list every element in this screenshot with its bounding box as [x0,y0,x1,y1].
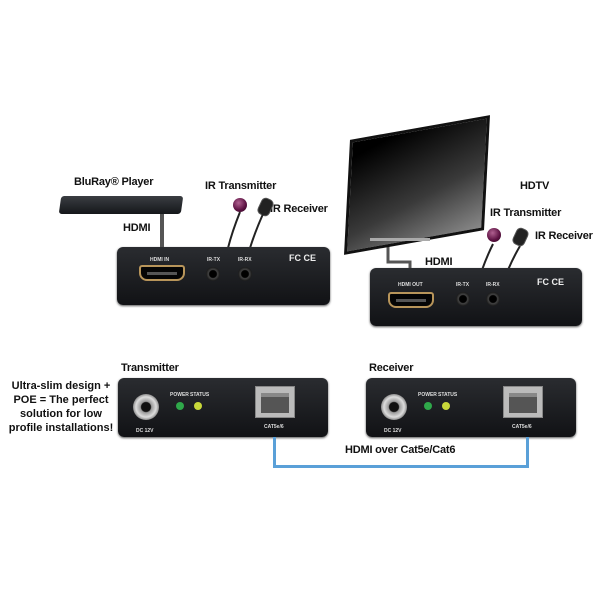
tagline-line: POE = The perfect [13,394,109,406]
transmitter-rear-panel: DC 12V POWER STATUS CAT5e/6 [118,378,328,437]
hdtv-stand [370,238,430,241]
ir-tx-label: IR-TX [207,257,221,263]
ir-rx-label: IR-RX [238,257,252,263]
cat5e-label: CAT5e/6 [512,424,532,430]
hdmi-out-label: HDMI OUT [398,282,423,288]
tagline-line: profile installations! [8,422,114,434]
hdmi-in-label: HDMI IN [150,257,170,263]
dc-label: DC 12V [136,428,154,434]
hdmi-in-port [139,265,185,281]
cat5e-port [503,386,543,418]
dc-power-jack [133,394,159,420]
tagline-line: solution for low [20,408,102,420]
ir-tx-jack [206,267,220,281]
status-label: STATUS [438,392,458,398]
cat-cable-bottom [273,465,529,468]
receiver-label: Receiver [369,362,414,374]
cat5e-port [255,386,295,418]
ir-transmitter-label: IR Transmitter [205,180,277,192]
ir-receiver-label: IR Receiver [270,203,328,215]
dc-power-jack [381,394,407,420]
status-led [442,402,450,410]
fc-ce-mark: FC CE [289,253,316,263]
tagline: Ultra-slim design + POE = The perfect so… [6,379,116,435]
dc-label: DC 12V [384,428,402,434]
receiver-front-panel: HDMI OUT IR-TX IR-RX FC CE [370,268,582,326]
cable-label: HDMI over Cat5e/Cat6 [345,444,456,456]
fc-ce-mark-2: FC CE [537,277,564,287]
status-led [194,402,202,410]
power-led [424,402,432,410]
tagline-line: Ultra-slim design + [11,380,111,392]
ir-tx-jack-2 [456,292,470,306]
receiver-rear-panel: DC 12V POWER STATUS CAT5e/6 [366,378,576,437]
bluray-label: BluRay® Player [74,176,154,188]
cat5e-label: CAT5e/6 [264,424,284,430]
hdmi-label: HDMI [123,222,151,234]
hdmi-cable [160,214,164,248]
ir-rx-jack [238,267,252,281]
status-label: STATUS [190,392,210,398]
ir-transmitter-icon-2 [487,228,501,242]
transmitter-front-panel: HDMI IN IR-TX IR-RX FC CE [117,247,330,305]
ir-rx-jack-2 [486,292,500,306]
power-led [176,402,184,410]
cat-cable-right [526,437,529,467]
ir-transmitter-icon [233,198,247,212]
power-label: POWER [418,392,437,398]
ir-transmitter-label-2: IR Transmitter [490,207,562,219]
hdtv-label: HDTV [520,180,550,192]
ir-receiver-label-2: IR Receiver [535,230,593,242]
hdmi-out-port [388,292,434,308]
cat-cable-left [273,437,276,467]
ir-tx-label-2: IR-TX [456,282,470,288]
transmitter-label: Transmitter [121,362,179,374]
hdmi-label-2: HDMI [425,256,453,268]
ir-rx-label-2: IR-RX [486,282,500,288]
power-label: POWER [170,392,189,398]
